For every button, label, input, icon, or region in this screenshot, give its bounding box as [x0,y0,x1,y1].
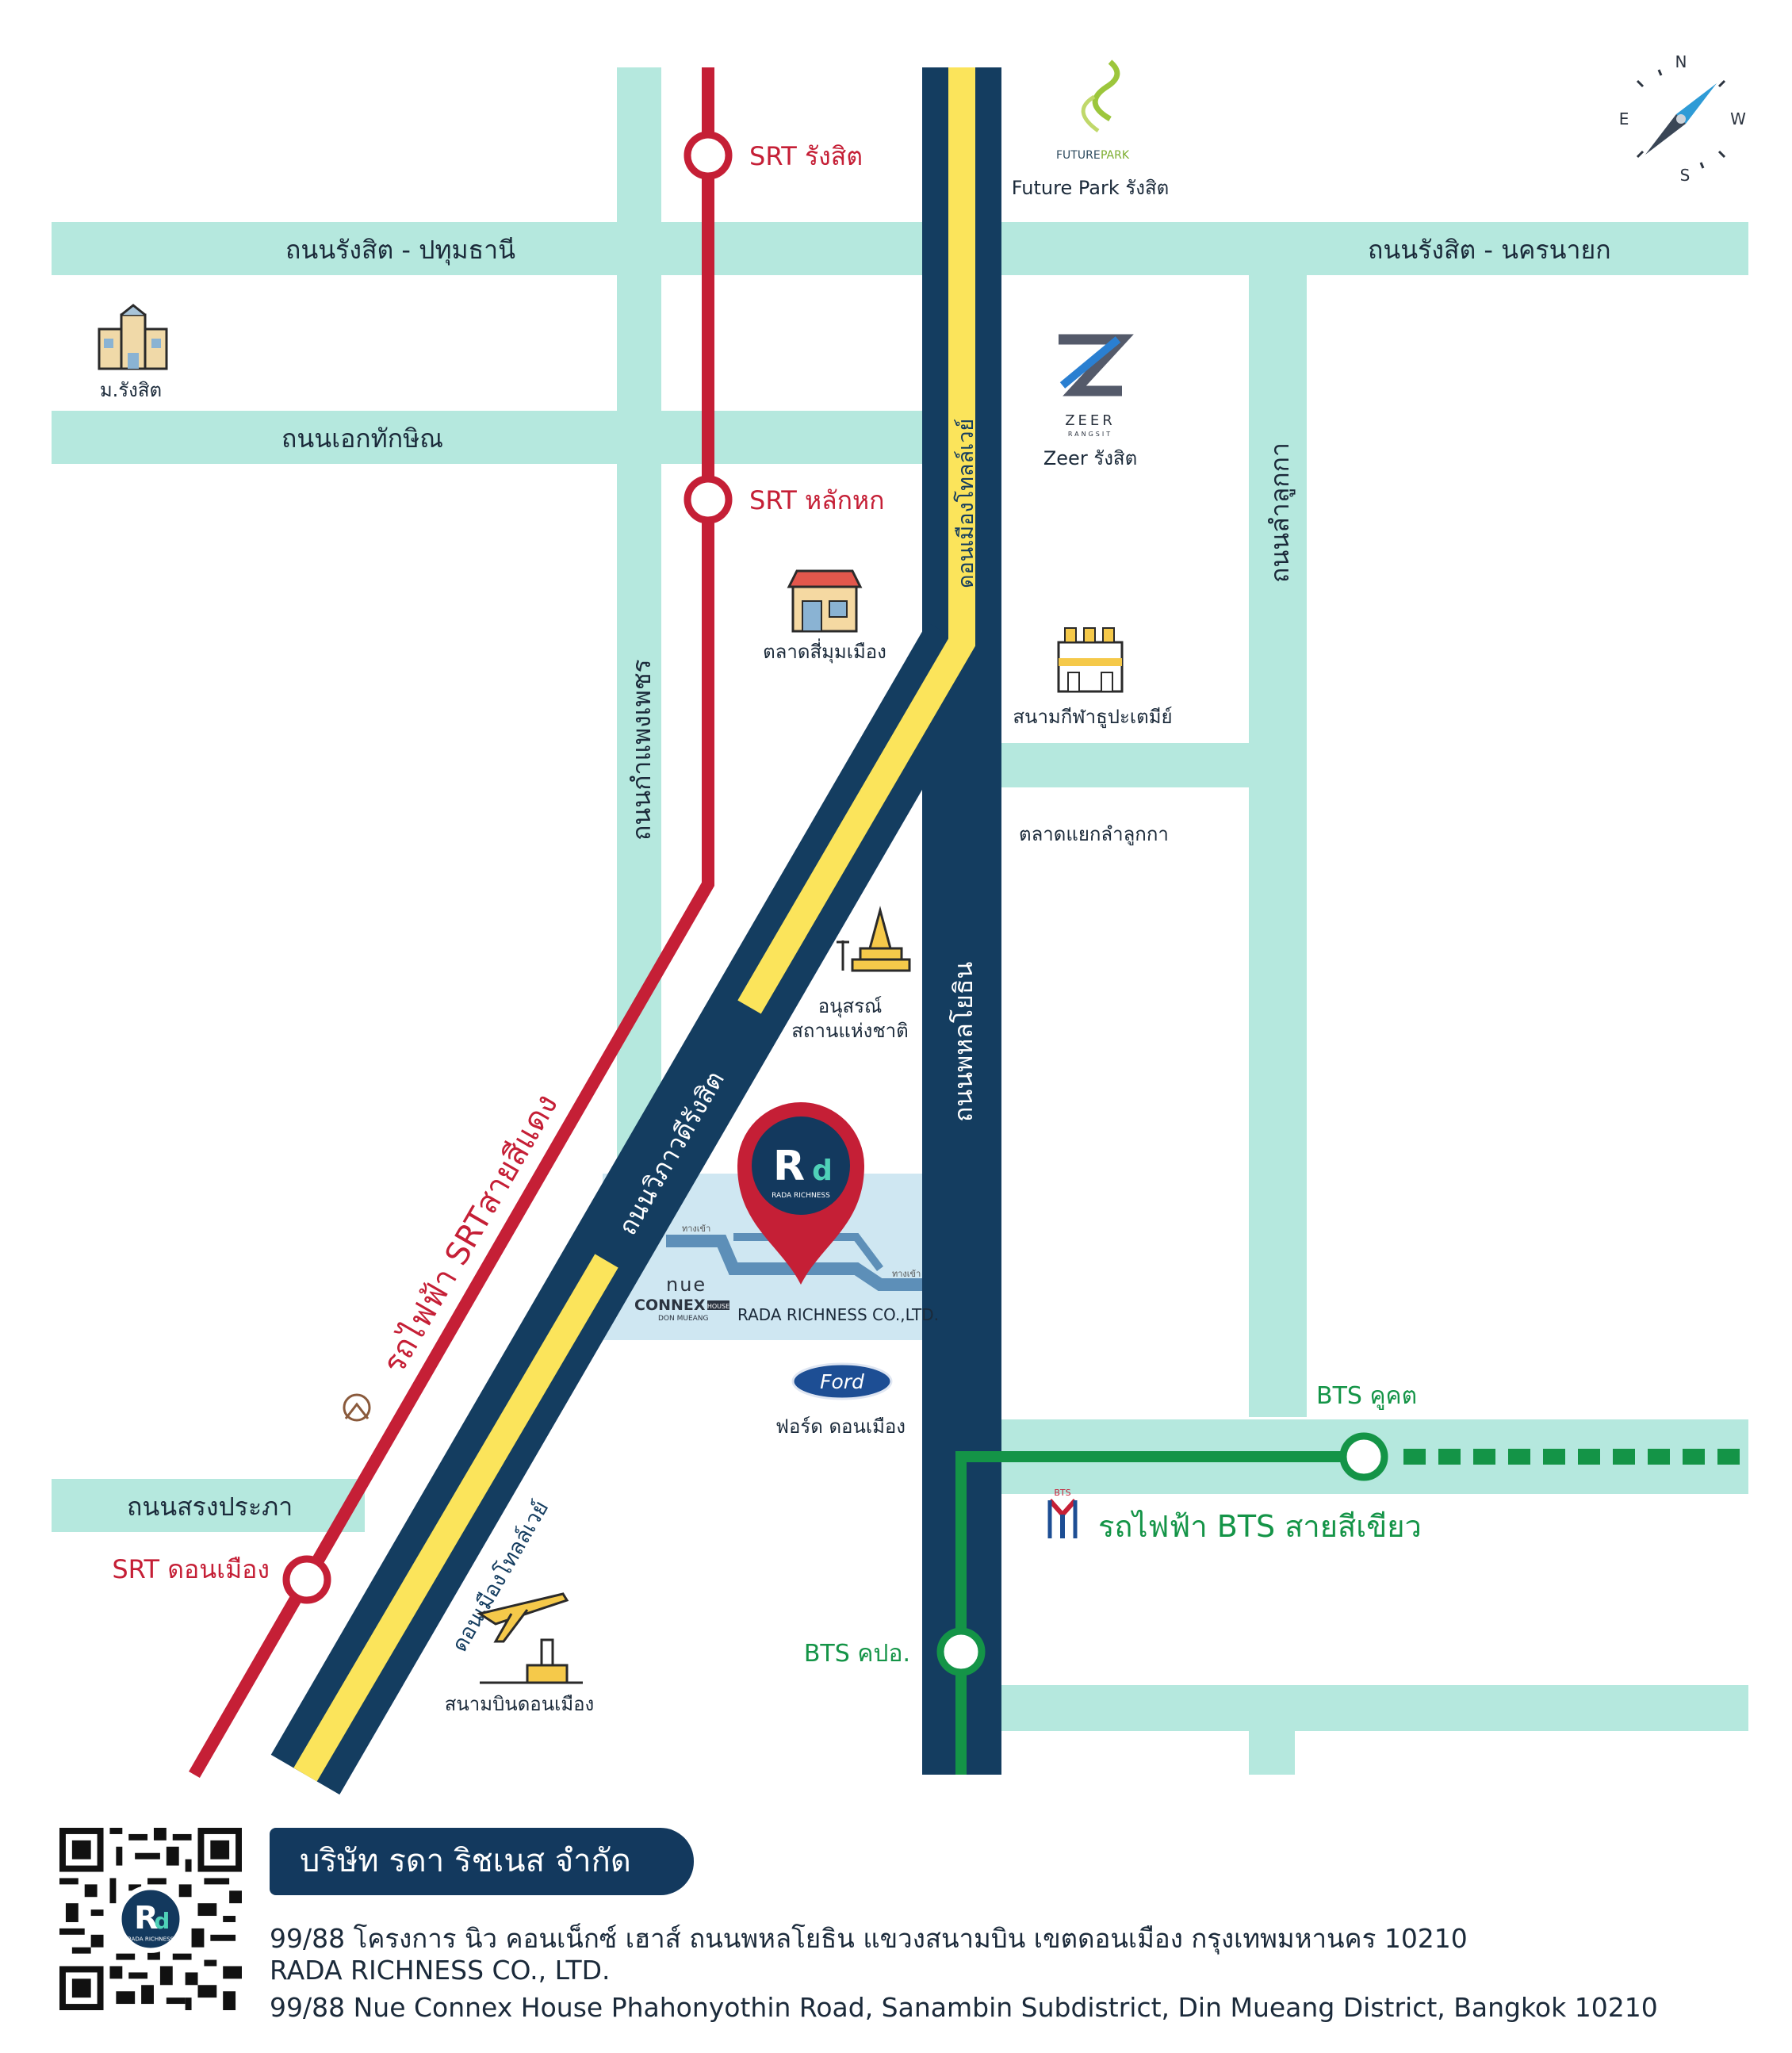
road-bottom-right [999,1685,1748,1731]
label-airport: สนามบินดอนเมือง [445,1693,595,1715]
bts-logo-icon: BTS [1047,1488,1078,1538]
label-bts-khukhot: BTS คูคต [1316,1382,1417,1410]
tollway [270,67,1001,1795]
monument-icon [837,906,911,972]
nue-connex-logo: nue CONNEX HOUSE DON MUEANG [634,1274,729,1323]
road-connector-thupatemi [999,743,1251,787]
site-small-label-2: ทางเข้า [892,1269,921,1279]
label-monument-2: สถานแห่งชาติ [791,1020,908,1042]
svg-text:Ford: Ford [820,1370,864,1393]
svg-text:d: d [154,1908,170,1934]
road-rangsit-nakhonnayok [983,222,1748,275]
svg-text:FUTURE: FUTURE [1056,149,1101,162]
future-park-logo-icon: FUTURE PARK [1056,59,1130,162]
svg-text:N: N [1675,52,1687,71]
srt-rangsit-station [683,131,733,180]
label-rangsit-pathum: ถนนรังสิต - ปทุมธานี [285,235,515,266]
label-bts-kpo: BTS คปอ. [804,1640,910,1668]
tollway-yellow-top [737,67,975,1014]
road-lamlukka [1249,275,1307,1417]
road-network [52,67,1748,1775]
svg-text:PARK: PARK [1101,149,1130,162]
rada-location-pin[interactable]: R d RADA RICHNESS [737,1102,864,1285]
label-lamlukka-market: ตลาดแยกลำลูกกา [1019,823,1169,846]
label-rangsit-nakhonnayok: ถนนรังสิต - นครนายก [1368,235,1611,265]
srt-donmueang-station [282,1555,331,1604]
address-english: 99/88 Nue Connex House Phahonyothin Road… [270,1992,1658,2023]
stadium-icon [1057,627,1124,693]
svg-text:RANGSIT: RANGSIT [1068,431,1112,438]
tollway-yellow-bottom [293,1254,618,1782]
market-icon [787,569,863,633]
road-ekthakin [52,411,928,464]
compass-ticks-icon [1636,69,1726,169]
svg-text:ZEER: ZEER [1065,412,1116,429]
address-thai: 99/88 โครงการ นิว คอนเน็กซ์ เฮาส์ ถนนพหล… [270,1923,1468,1954]
srt-laksi-station [683,475,733,524]
pin-logo-r-icon: R [773,1143,805,1190]
svg-text:E: E [1619,109,1629,128]
pin-logo-text: RADA RICHNESS [772,1192,830,1200]
ford-logo-icon: Ford [791,1362,893,1400]
university-icon [98,304,168,370]
label-bts-line: รถไฟฟ้า BTS สายสีเขียว [1098,1509,1422,1544]
label-rangsit-university: ม.รังสิต [100,379,162,401]
company-name-english: RADA RICHNESS CO., LTD. [270,1955,611,1986]
label-kamphaengphet: ถนนกำแพงเพชร [626,659,657,841]
label-lamlukka: ถนนลำลูกกา [1265,442,1296,583]
company-name-badge: บริษัท รดา ริชเนส จำกัด [270,1828,694,1895]
qr-logo-icon: R [134,1900,159,1936]
bts-khukhot-station [1339,1432,1388,1481]
qr-code[interactable]: R d RADA RICHNESS [59,1828,242,2010]
label-ekthakin: ถนนเอกทักษิณ [281,423,443,454]
label-ford: ฟอร์ด ดอนเมือง [775,1415,906,1438]
label-phahonyothin: ถนนพหลโยธิน [948,962,978,1122]
svg-text:DON MUEANG: DON MUEANG [658,1315,709,1323]
label-rada-richness: RADA RICHNESS CO.,LTD. [737,1305,939,1324]
label-thupatemi: สนามกีฬาธูปะเตมีย์ [1013,706,1172,729]
label-future-park: Future Park รังสิต [1012,177,1169,199]
label-market-simummuang: ตลาดสี่มุมเมือง [763,638,886,664]
srt-logo-icon [343,1393,371,1422]
svg-text:CONNEX: CONNEX [634,1297,706,1314]
road-songprapa [52,1479,365,1532]
site-small-label-1: ทางเข้า [682,1224,710,1234]
label-tollway-top: ดอนเมืองโทลล์เวย์ [953,419,978,588]
compass-needle-north-icon [1676,83,1717,124]
svg-text:S: S [1680,166,1691,185]
airport-icon [477,1592,583,1684]
label-monument-1: อนุสรณ์ [818,995,883,1018]
svg-text:RADA RICHNESS: RADA RICHNESS [128,1936,174,1943]
road-rangsit-pathum [52,222,924,275]
label-songprapa: ถนนสรงประภา [127,1492,293,1522]
compass-needle-south-icon [1645,114,1686,155]
svg-text:W: W [1730,109,1746,128]
svg-text:HOUSE: HOUSE [707,1303,729,1310]
compass: N E W S [1619,52,1746,185]
pin-logo-d-icon: d [812,1155,833,1187]
srt-red-line [189,67,714,1778]
label-srt-donmueang: SRT ดอนเมือง [112,1554,270,1584]
zeer-logo-icon: ZEER RANGSIT [1059,334,1134,438]
label-srt-laksi: SRT หลักหก [749,485,884,515]
bts-kpo-station [936,1627,986,1676]
svg-text:BTS: BTS [1054,1488,1070,1498]
svg-text:nue: nue [666,1274,706,1296]
road-bottom-spur [1249,1731,1295,1775]
label-srt-rangsit: SRT รังสิต [749,141,863,171]
label-zeer: Zeer รังสิต [1043,447,1137,469]
